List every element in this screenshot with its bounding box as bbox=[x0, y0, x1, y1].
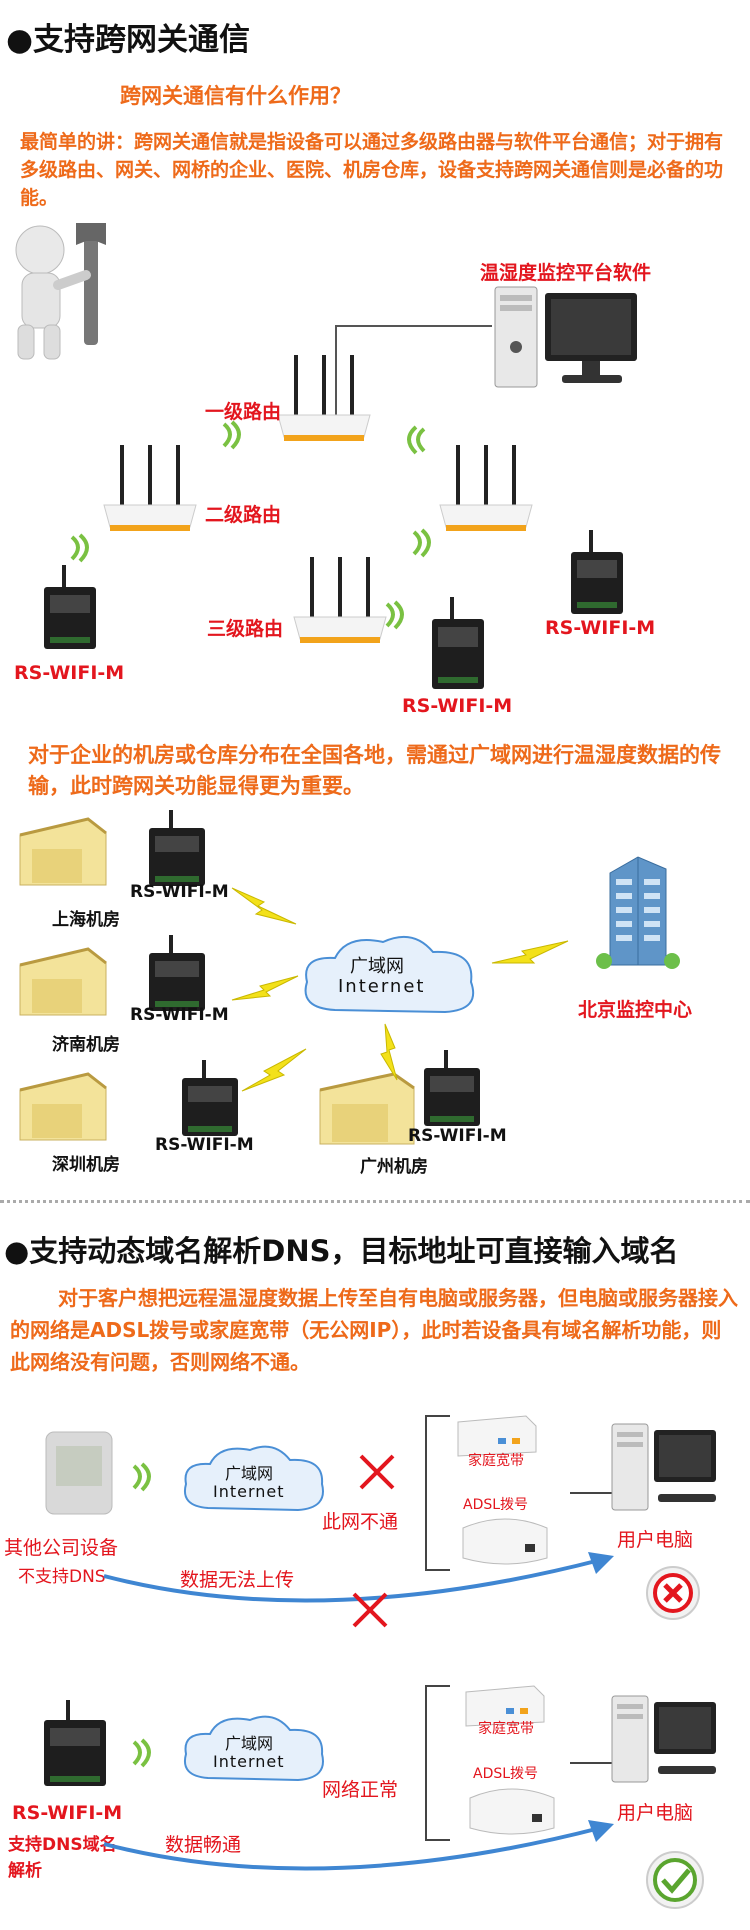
user-pc-icon bbox=[611, 1695, 716, 1783]
top-device-line2: 不支持DNS bbox=[18, 1567, 106, 1587]
bottom-device-line1: RS-WIFI-M bbox=[12, 1802, 123, 1824]
top-broadband-label: 家庭宽带 bbox=[468, 1453, 524, 1469]
site4-device-label: RS-WIFI-M bbox=[408, 1126, 507, 1146]
top-device-line1: 其他公司设备 bbox=[4, 1537, 119, 1559]
rs-wifi-m-device-icon bbox=[44, 1700, 106, 1786]
router-level2-right-icon bbox=[439, 445, 533, 531]
router-level3-label: 三级路由 bbox=[207, 618, 284, 640]
internet-cloud-icon bbox=[184, 1445, 324, 1512]
bottom-pc-label: 用户电脑 bbox=[617, 1802, 694, 1824]
internet-cloud-icon bbox=[184, 1715, 324, 1782]
router-level2-icon bbox=[103, 445, 197, 531]
lightning-bolt-icon bbox=[231, 887, 297, 925]
site4-name: 广州机房 bbox=[360, 1157, 428, 1177]
broadband-modem-icon bbox=[465, 1685, 545, 1727]
site3-device-label: RS-WIFI-M bbox=[155, 1135, 254, 1155]
adsl-router-icon bbox=[462, 1518, 548, 1565]
blue-arrow-ok bbox=[103, 1820, 614, 1871]
section-divider bbox=[0, 1200, 750, 1203]
other-device-icon bbox=[45, 1431, 113, 1515]
top-fail-text: 此网不通 bbox=[322, 1511, 399, 1533]
cloud-internet-label: Internet bbox=[338, 976, 426, 997]
network-line-icon bbox=[335, 325, 492, 438]
rs-wifi-m-device-icon bbox=[571, 530, 623, 614]
wifi-signal-icon bbox=[412, 528, 431, 558]
rs-wifi-m-device-icon bbox=[149, 810, 205, 886]
mascot-wrench-icon bbox=[15, 223, 106, 360]
fail-circle-icon bbox=[646, 1566, 700, 1620]
top-cloud-wan-label: 广域网 bbox=[225, 1464, 274, 1483]
router-level2-label: 二级路由 bbox=[205, 504, 282, 526]
wifi-signal-icon bbox=[407, 425, 426, 455]
router-level1-label: 一级路由 bbox=[205, 401, 282, 423]
bottom-cloud-wan-label: 广域网 bbox=[225, 1734, 274, 1753]
user-pc-icon bbox=[611, 1423, 716, 1511]
site2-name: 济南机房 bbox=[52, 1035, 120, 1055]
adsl-router-icon bbox=[469, 1788, 555, 1835]
bottom-ok-text: 网络正常 bbox=[322, 1779, 399, 1801]
top-cloud-internet-label: Internet bbox=[213, 1482, 285, 1501]
device-left-label: RS-WIFI-M bbox=[14, 662, 125, 684]
wifi-signal-icon bbox=[385, 600, 404, 630]
router-level1-icon bbox=[277, 355, 371, 441]
rs-wifi-m-device-icon bbox=[44, 565, 96, 649]
router-level3-icon bbox=[293, 557, 387, 643]
device-middle-label: RS-WIFI-M bbox=[402, 695, 513, 717]
site1-name: 上海机房 bbox=[52, 910, 120, 930]
rs-wifi-m-device-icon bbox=[149, 935, 205, 1011]
device-right-label: RS-WIFI-M bbox=[545, 617, 656, 639]
warehouse-icon bbox=[319, 1072, 415, 1145]
warehouse-icon bbox=[19, 817, 107, 886]
rs-wifi-m-device-icon bbox=[182, 1060, 238, 1136]
bottom-device-line3: 解析 bbox=[8, 1861, 42, 1881]
software-label: 温湿度监控平台软件 bbox=[480, 262, 652, 284]
section3-paragraph: 对于客户想把远程温湿度数据上传至自有电脑或服务器，但电脑或服务器接入的网络是AD… bbox=[10, 1286, 738, 1374]
top-arrow-text: 数据无法上传 bbox=[180, 1569, 295, 1591]
site2-device-label: RS-WIFI-M bbox=[130, 1005, 229, 1025]
bottom-adsl-label: ADSL拨号 bbox=[473, 1766, 539, 1782]
cloud-wan-label: 广域网 bbox=[350, 956, 404, 977]
section1-question: 跨网关通信有什么作用？ bbox=[120, 84, 351, 108]
ok-check-icon bbox=[646, 1851, 704, 1909]
top-adsl-label: ADSL拨号 bbox=[463, 1497, 529, 1513]
top-pc-label: 用户电脑 bbox=[617, 1529, 694, 1551]
wifi-signal-icon bbox=[132, 1462, 151, 1492]
internet-cloud-icon bbox=[304, 935, 475, 1014]
broadband-modem-icon bbox=[457, 1415, 537, 1457]
lightning-bolt-icon bbox=[380, 1023, 398, 1081]
warehouse-icon bbox=[19, 1072, 107, 1141]
fail-cross-icon bbox=[359, 1454, 395, 1490]
rs-wifi-m-device-icon bbox=[424, 1050, 480, 1126]
building-icon bbox=[596, 856, 680, 969]
wifi-signal-icon bbox=[132, 1738, 151, 1768]
wifi-signal-icon bbox=[70, 533, 89, 563]
lightning-bolt-icon bbox=[491, 940, 569, 964]
bottom-device-line2: 支持DNS域名 bbox=[8, 1835, 117, 1855]
site3-name: 深圳机房 bbox=[52, 1155, 120, 1175]
blue-arrow-fail bbox=[103, 1552, 614, 1603]
site1-device-label: RS-WIFI-M bbox=[130, 882, 229, 902]
section2-paragraph: 对于企业的机房或仓库分布在全国各地，需通过广域网进行温湿度数据的传输，此时跨网关… bbox=[28, 743, 721, 798]
warehouse-icon bbox=[19, 947, 107, 1016]
bottom-broadband-label: 家庭宽带 bbox=[478, 1721, 534, 1737]
monitoring-pc-icon bbox=[494, 286, 637, 388]
monitor-center-label: 北京监控中心 bbox=[578, 999, 693, 1021]
wifi-signal-icon bbox=[222, 420, 241, 450]
lightning-bolt-icon bbox=[231, 975, 299, 1001]
section1-paragraph: 最简单的讲：跨网关通信就是指设备可以通过多级路由器与软件平台通信；对于拥有多级路… bbox=[20, 131, 724, 209]
bottom-cloud-internet-label: Internet bbox=[213, 1752, 285, 1771]
fail-cross-icon bbox=[352, 1592, 388, 1628]
section3-heading: ●支持动态域名解析DNS，目标地址可直接输入域名 bbox=[4, 1234, 679, 1268]
bottom-arrow-text: 数据畅通 bbox=[165, 1834, 242, 1856]
rs-wifi-m-device-icon bbox=[432, 597, 484, 689]
section1-heading: ●支持跨网关通信 bbox=[6, 22, 251, 58]
lightning-bolt-icon bbox=[241, 1048, 307, 1092]
